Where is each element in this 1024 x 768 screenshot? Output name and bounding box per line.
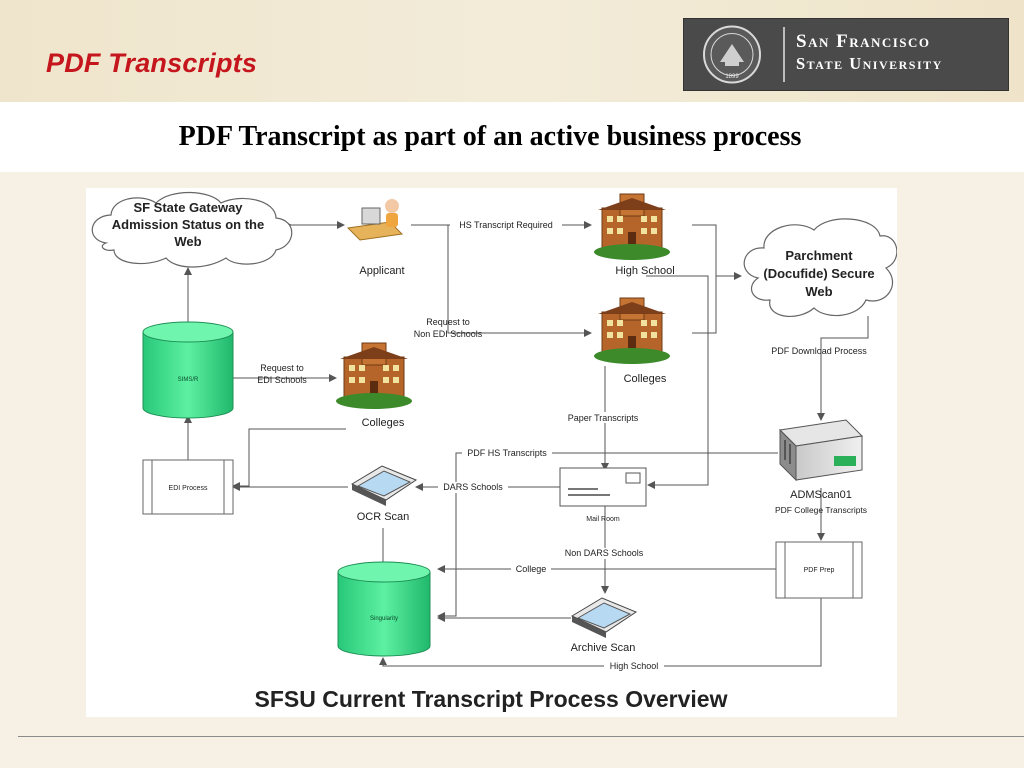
database-icon xyxy=(337,572,431,657)
pdf-prep-node: PDF Prep xyxy=(775,541,863,599)
edi-process-node: EDI Process xyxy=(142,459,234,515)
seal-year: 1899 xyxy=(725,74,739,80)
university-seal-icon: 1899 xyxy=(703,25,761,84)
mail-room-node: Mail Room xyxy=(559,467,647,523)
edge-college: College xyxy=(516,564,547,574)
edge-non-dars: Non DARS Schools xyxy=(565,548,644,558)
edge-edi-2: EDI Schools xyxy=(257,375,307,385)
singularity-label: Singularity xyxy=(370,616,398,622)
cloud-icon xyxy=(91,191,293,268)
colleges-left-label: Colleges xyxy=(362,417,405,429)
gateway-cloud: SF State Gateway Admission Status on the… xyxy=(91,191,293,268)
edge-pdf-download: PDF Download Process xyxy=(771,346,867,356)
edge-non-edi-2: Non EDI Schools xyxy=(414,329,483,339)
edge-high-school: High School xyxy=(610,661,659,671)
logo-name-line1: San Francisco xyxy=(796,31,931,52)
mail-room-label: Mail Room xyxy=(586,516,620,523)
slide-title: PDF Transcripts xyxy=(46,48,258,78)
parchment-line1: Parchment xyxy=(785,248,853,263)
scanner-icon xyxy=(350,465,418,506)
logo-divider xyxy=(783,27,785,82)
edge-hs-required: HS Transcript Required xyxy=(459,220,553,230)
admscan-sublabel: PDF College Transcripts xyxy=(775,505,867,515)
admscan-node: ADMScan01 PDF College Transcripts xyxy=(775,419,867,515)
scanner-icon xyxy=(570,597,638,638)
edge-paper-transcripts: Paper Transcripts xyxy=(568,413,639,423)
admscan-label: ADMScan01 xyxy=(790,489,852,501)
school-building-icon xyxy=(335,342,413,410)
applicant-computer-icon xyxy=(346,199,404,241)
gateway-line1: SF State Gateway xyxy=(133,200,243,215)
slide-subtitle: PDF Transcript as part of an active busi… xyxy=(178,121,802,152)
gateway-line2: Admission Status on the xyxy=(112,217,264,232)
archive-scan-label: Archive Scan xyxy=(571,642,636,654)
parchment-cloud: Parchment (Docufide) Secure Web xyxy=(743,218,898,317)
edge-labels: HS Transcript Required Request to Non ED… xyxy=(257,219,867,672)
edge-edi-1: Request to xyxy=(260,363,304,373)
database-icon xyxy=(142,332,234,419)
pdf-prep-label: PDF Prep xyxy=(804,567,835,574)
mail-envelope-icon xyxy=(559,467,647,507)
archive-scan-node: Archive Scan xyxy=(570,597,638,654)
cloud-icon xyxy=(743,218,898,317)
diagram-canvas: SF State Gateway Admission Status on the… xyxy=(91,191,898,712)
high-school-label: High School xyxy=(615,265,674,277)
connector-lines xyxy=(184,221,869,667)
edge-non-edi-1: Request to xyxy=(426,317,470,327)
gateway-line3: Web xyxy=(174,234,201,249)
edge-pdf-hs: PDF HS Transcripts xyxy=(467,448,547,458)
edi-process-label: EDI Process xyxy=(169,485,208,492)
university-logo: 1899 San Francisco State University xyxy=(683,18,1009,91)
subtitle-band xyxy=(0,102,1024,172)
school-building-icon xyxy=(593,297,671,365)
sims-label: SIMS/R xyxy=(178,377,199,383)
edge-dars: DARS Schools xyxy=(443,482,503,492)
sims-database: SIMS/R xyxy=(142,321,234,419)
colleges-top-label: Colleges xyxy=(624,373,667,385)
applicant-node: Applicant xyxy=(346,199,405,277)
ocr-scan-node: OCR Scan xyxy=(350,465,418,523)
server-icon xyxy=(778,419,864,482)
parchment-line2: (Docufide) Secure xyxy=(763,266,874,281)
ocr-scan-label: OCR Scan xyxy=(357,511,410,523)
singularity-database: Singularity xyxy=(337,561,431,657)
parchment-line3: Web xyxy=(805,284,832,299)
footer-divider xyxy=(18,736,1024,737)
school-building-icon xyxy=(593,193,671,261)
colleges-top-node: Colleges xyxy=(593,297,671,385)
high-school-node: High School xyxy=(593,193,675,277)
applicant-label: Applicant xyxy=(359,265,404,277)
process-diagram: SF State Gateway Admission Status on the… xyxy=(86,188,898,717)
colleges-left-node: Colleges xyxy=(335,342,413,429)
logo-name-line2: State University xyxy=(796,54,943,73)
diagram-caption: SFSU Current Transcript Process Overview xyxy=(255,686,728,712)
